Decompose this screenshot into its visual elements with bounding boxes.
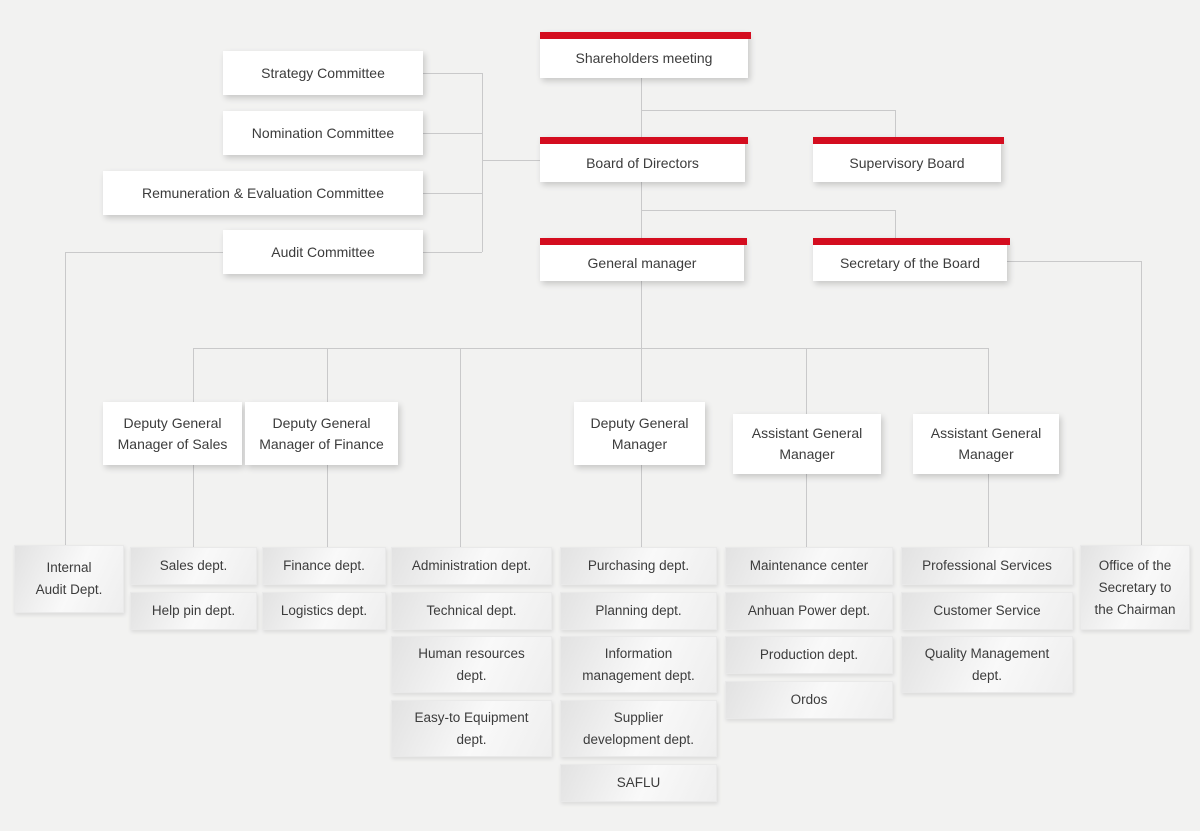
- dept-label: Maintenance center: [749, 558, 869, 573]
- node-label: Nomination Committee: [251, 124, 395, 141]
- node-secretary-of-the-board: Secretary of the Board: [813, 238, 1010, 281]
- dept-production: Production dept.: [725, 636, 893, 674]
- node-label: Strategy Committee: [261, 64, 385, 81]
- node-label: Audit Committee: [271, 243, 375, 260]
- dept-help-pin: Help pin dept.: [130, 592, 257, 630]
- connector-shareholders-board: [641, 78, 642, 137]
- dept-label: Professional Services: [922, 558, 1052, 573]
- connector-gm-drop: [641, 281, 642, 348]
- accent-bar: [540, 238, 747, 245]
- dept-label: Ordos: [790, 692, 828, 707]
- node-assistant-gm-1: Assistant General Manager: [733, 414, 881, 474]
- dept-label: Human resources dept.: [418, 645, 525, 683]
- dept-label: Information management dept.: [582, 645, 695, 683]
- dept-anhuan-power: Anhuan Power dept.: [725, 592, 893, 630]
- connector-secretary-office: [1007, 261, 1141, 262]
- dept-office-secretary-chairman: Office of the Secretary to the Chairman: [1080, 545, 1190, 630]
- node-deputy-general-manager: Deputy General Manager: [574, 402, 705, 465]
- node-board-of-directors: Board of Directors: [540, 137, 748, 182]
- dept-label: Customer Service: [933, 603, 1041, 618]
- connector-column-drop: [460, 348, 461, 547]
- accent-bar: [540, 137, 748, 144]
- connector-line: [423, 252, 482, 253]
- node-assistant-gm-2: Assistant General Manager: [913, 414, 1059, 474]
- node-label: Remuneration & Evaluation Committee: [141, 184, 384, 201]
- dept-administration: Administration dept.: [391, 547, 552, 585]
- node-strategy-committee: Strategy Committee: [223, 51, 423, 95]
- dept-maintenance-center: Maintenance center: [725, 547, 893, 585]
- connector-line: [423, 193, 482, 194]
- node-label: Secretary of the Board: [839, 254, 981, 271]
- node-label: Board of Directors: [586, 154, 699, 171]
- node-label: Deputy General Manager of Finance: [259, 414, 384, 452]
- dept-purchasing: Purchasing dept.: [560, 547, 717, 585]
- node-general-manager: General manager: [540, 238, 747, 281]
- node-label: Assistant General Manager: [930, 425, 1042, 462]
- dept-label: Sales dept.: [159, 558, 228, 573]
- dept-label: Technical dept.: [426, 603, 517, 618]
- node-deputy-gm-finance: Deputy General Manager of Finance: [245, 402, 398, 465]
- dept-supplier-development: Supplier development dept.: [560, 700, 717, 757]
- connector-office-drop: [1141, 261, 1142, 545]
- connector-secretary-drop: [895, 210, 896, 238]
- dept-information-management: Information management dept.: [560, 636, 717, 693]
- connector-shareholders-supervisory: [641, 110, 895, 111]
- connector-line: [423, 73, 482, 74]
- accent-bar: [813, 238, 1010, 245]
- connector-line: [423, 133, 482, 134]
- dept-customer-service: Customer Service: [901, 592, 1073, 630]
- dept-easy-to-equipment: Easy-to Equipment dept.: [391, 700, 552, 757]
- dept-label: Anhuan Power dept.: [747, 603, 871, 618]
- node-nomination-committee: Nomination Committee: [223, 111, 423, 155]
- node-remuneration-evaluation-committee: Remuneration & Evaluation Committee: [103, 171, 423, 215]
- node-supervisory-board: Supervisory Board: [813, 137, 1004, 182]
- dept-internal-audit: Internal Audit Dept.: [14, 545, 124, 613]
- node-label: Shareholders meeting: [575, 50, 713, 66]
- node-label: General manager: [587, 254, 697, 271]
- dept-label: Easy-to Equipment dept.: [414, 709, 529, 747]
- node-label: Supervisory Board: [849, 154, 965, 171]
- dept-label: Help pin dept.: [151, 603, 236, 618]
- dept-sales: Sales dept.: [130, 547, 257, 585]
- node-label: Deputy General Manager: [590, 414, 689, 452]
- dept-ordos: Ordos: [725, 681, 893, 719]
- connector-committees-spine: [482, 73, 483, 252]
- connector-internal-drop: [65, 252, 66, 545]
- node-shareholders-meeting: Shareholders meeting: [540, 32, 751, 78]
- dept-label: Internal Audit Dept.: [35, 560, 103, 597]
- dept-label: Quality Management dept.: [924, 645, 1050, 683]
- dept-label: Finance dept.: [283, 558, 365, 573]
- dept-label: Purchasing dept.: [587, 558, 690, 573]
- node-audit-committee: Audit Committee: [223, 230, 423, 274]
- connector-audit-internal: [65, 252, 223, 253]
- connector-managers-bus: [193, 348, 988, 349]
- accent-bar: [540, 32, 751, 39]
- connector-supervisory-drop: [895, 110, 896, 137]
- node-label: Assistant General Manager: [751, 425, 863, 462]
- dept-saflu: SAFLU: [560, 764, 717, 802]
- dept-technical: Technical dept.: [391, 592, 552, 630]
- dept-label: Logistics dept.: [280, 603, 368, 618]
- connector-board-secretary: [641, 210, 895, 211]
- dept-professional-services: Professional Services: [901, 547, 1073, 585]
- dept-label: Production dept.: [759, 647, 859, 662]
- connector-committees-board: [482, 160, 540, 161]
- dept-human-resources: Human resources dept.: [391, 636, 552, 693]
- dept-quality-management: Quality Management dept.: [901, 636, 1073, 693]
- node-label: Deputy General Manager of Sales: [117, 414, 228, 452]
- dept-label: Supplier development dept.: [582, 709, 695, 747]
- dept-label: Office of the Secretary to the Chairman: [1094, 557, 1176, 617]
- dept-planning: Planning dept.: [560, 592, 717, 630]
- accent-bar: [813, 137, 1004, 144]
- dept-label: Administration dept.: [411, 558, 532, 573]
- node-deputy-gm-sales: Deputy General Manager of Sales: [103, 402, 242, 465]
- dept-logistics: Logistics dept.: [262, 592, 386, 630]
- dept-finance: Finance dept.: [262, 547, 386, 585]
- dept-label: SAFLU: [616, 775, 661, 790]
- dept-label: Planning dept.: [595, 603, 682, 618]
